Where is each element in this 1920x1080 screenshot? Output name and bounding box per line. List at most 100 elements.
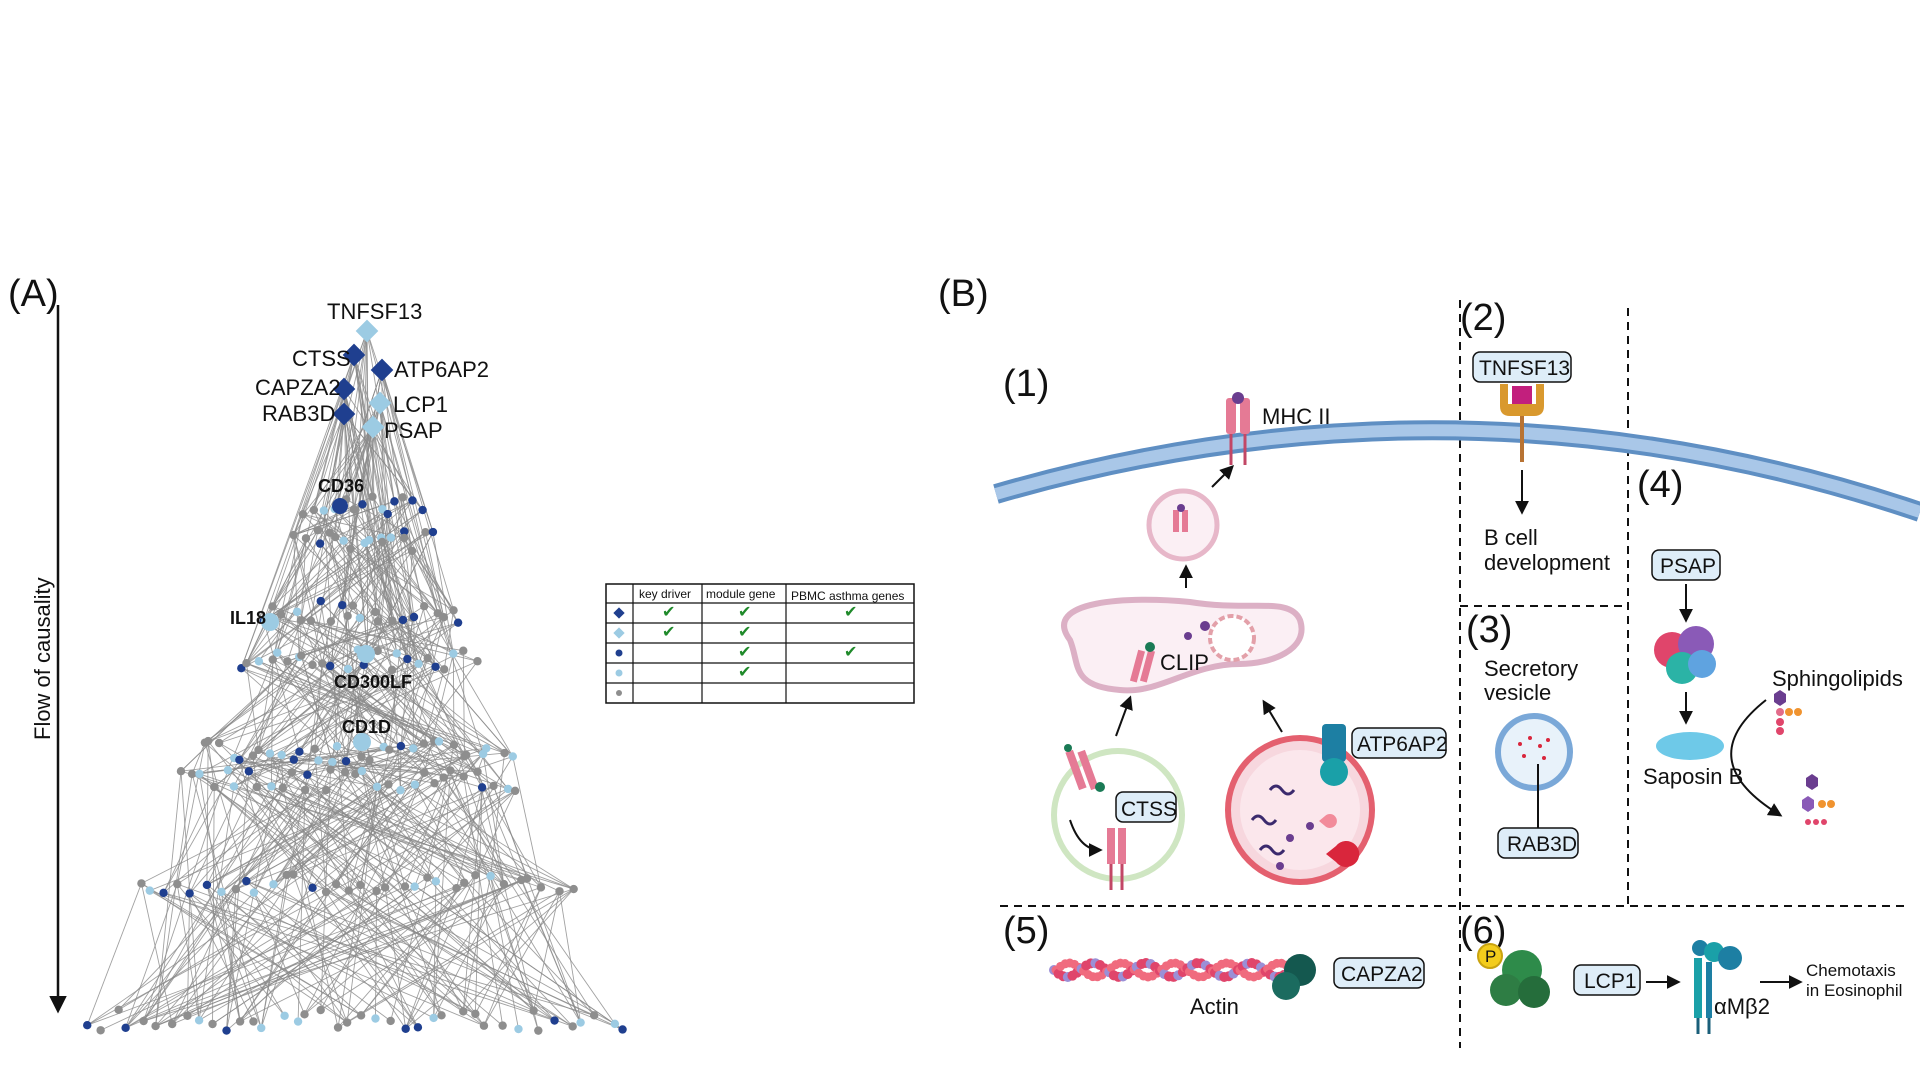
network-edge	[462, 650, 465, 757]
network-edge	[177, 883, 573, 1027]
network-edge	[263, 550, 413, 621]
network-node	[477, 783, 487, 792]
network-edge	[199, 745, 401, 775]
network-node	[326, 765, 335, 774]
network-edge	[372, 426, 413, 618]
node-psap	[361, 415, 385, 439]
network-edge	[300, 620, 514, 757]
network-node	[510, 786, 520, 796]
legend-table: key driver module gene PBMC asthma genes…	[605, 583, 915, 704]
network-edge	[292, 874, 348, 1023]
network-edge	[343, 388, 423, 511]
network-node	[431, 877, 441, 886]
psap-label: PSAP	[1660, 555, 1716, 578]
network-edge	[414, 756, 465, 887]
network-edge	[258, 660, 425, 774]
network-edge	[418, 613, 439, 664]
network-node	[268, 602, 277, 611]
network-edge	[141, 883, 348, 1023]
network-node	[459, 1007, 468, 1016]
network-node	[325, 661, 335, 671]
network-edge	[186, 893, 191, 1016]
actin-label: Actin	[1190, 994, 1239, 1019]
network-edge	[287, 617, 413, 662]
section-2-label: (2)	[1460, 297, 1506, 339]
network-node	[231, 885, 241, 894]
network-edge	[155, 771, 182, 1027]
integrin-amb2	[1692, 940, 1742, 1034]
network-node	[229, 782, 239, 791]
network-node	[471, 870, 480, 880]
network-node	[289, 870, 298, 879]
network-edge	[343, 413, 355, 510]
arrow-ctss-cleave	[1069, 819, 1103, 857]
network-edge	[313, 426, 374, 511]
network-edge	[366, 330, 413, 501]
network-edge	[381, 369, 415, 618]
network-edge	[405, 888, 457, 1029]
network-edge	[321, 621, 332, 664]
node-ctss	[342, 343, 366, 367]
network-edge	[353, 354, 439, 614]
network-edge	[483, 891, 560, 1026]
sphingolipids-label: Sphingolipids	[1772, 666, 1903, 691]
network-node	[414, 659, 423, 669]
network-edge	[337, 890, 560, 1028]
panel-b-label: (B)	[938, 273, 989, 315]
network-edge	[125, 883, 178, 1028]
network-edge	[125, 769, 331, 1029]
network-node	[373, 617, 383, 626]
network-node	[460, 878, 469, 887]
network-edge	[263, 509, 423, 621]
network-edge	[346, 786, 378, 1023]
network-edge	[207, 741, 215, 787]
network-node	[568, 1022, 577, 1031]
network-edge	[149, 784, 416, 892]
network-node	[618, 1025, 627, 1034]
legend-check-r2-c2: ✔	[844, 642, 857, 661]
mhc-ii-receptor	[1226, 392, 1250, 465]
network-node	[293, 1017, 303, 1026]
network-edge	[320, 879, 522, 1011]
network-edge	[233, 751, 300, 787]
b-cell-label-2: development	[1484, 550, 1610, 575]
lcp1-protein	[1490, 950, 1550, 1008]
network-node	[500, 748, 509, 758]
network-node	[503, 784, 513, 794]
network-node	[151, 1021, 160, 1031]
network-node	[316, 596, 325, 606]
network-edge	[323, 426, 374, 511]
network-edge	[307, 774, 485, 1026]
rab3d-box	[1497, 827, 1579, 859]
mhc-ii-label: MHC II	[1262, 404, 1330, 429]
network-node	[431, 662, 440, 671]
network-edge	[423, 669, 445, 744]
network-node	[183, 1011, 192, 1020]
network-node	[434, 737, 444, 746]
node-cd36	[332, 498, 348, 514]
network-node	[378, 504, 387, 514]
network-edge	[246, 782, 435, 882]
network-node	[310, 744, 319, 754]
network-node	[409, 612, 419, 622]
network-node	[514, 1024, 523, 1034]
legend-check-r0-c1: ✔	[738, 602, 751, 621]
network-node	[202, 880, 212, 890]
network-node	[214, 738, 224, 748]
network-edge	[330, 666, 436, 770]
network-edge	[118, 785, 494, 1011]
processed-lipid	[1802, 774, 1835, 825]
network-edge	[253, 892, 305, 1015]
network-node	[249, 888, 259, 897]
network-edge	[171, 772, 293, 1025]
network-edge	[272, 606, 349, 670]
network-node	[242, 876, 251, 886]
network-edge	[187, 886, 542, 1017]
network-node	[421, 527, 430, 537]
network-node	[479, 1021, 489, 1030]
network-edge	[191, 742, 206, 775]
tnfsf13-label: TNFSF13	[1479, 357, 1570, 380]
network-node	[248, 751, 258, 760]
network-edge	[474, 790, 516, 876]
network-edge	[343, 500, 413, 542]
